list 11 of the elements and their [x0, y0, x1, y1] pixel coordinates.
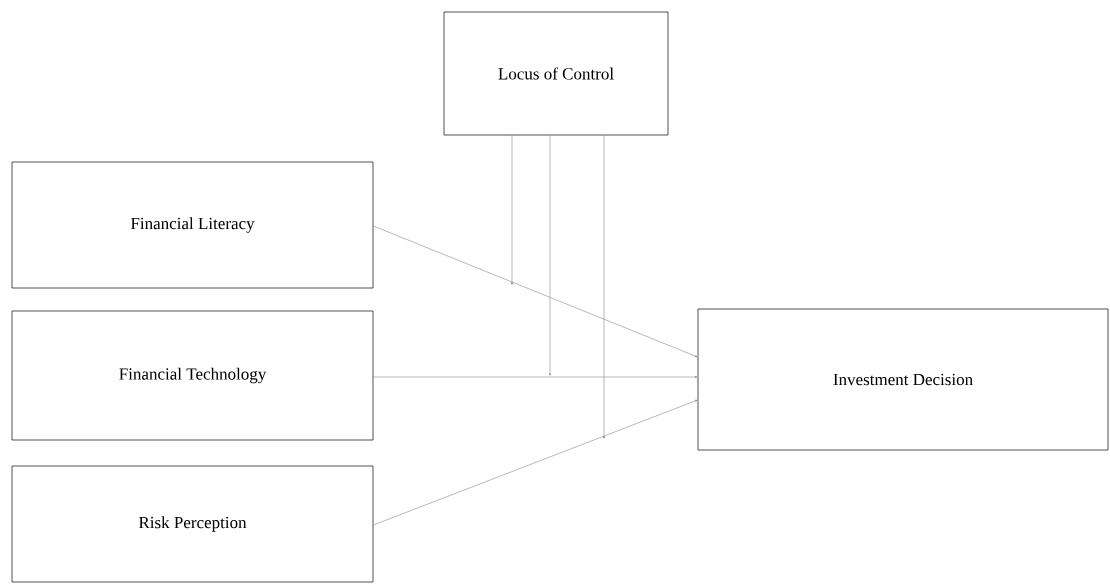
moderator-arrow	[511, 135, 513, 285]
arrow	[373, 399, 698, 526]
concept-box: Risk Perception	[11, 465, 374, 583]
concept-box: Investment Decision	[697, 308, 1109, 451]
moderator-arrow	[549, 135, 551, 376]
arrow	[373, 376, 698, 378]
moderator-arrow	[603, 135, 605, 439]
arrow	[373, 225, 698, 358]
concept-box: Locus of Control	[443, 11, 669, 136]
concept-box: Financial Literacy	[11, 161, 374, 289]
concept-box: Financial Technology	[11, 310, 374, 441]
